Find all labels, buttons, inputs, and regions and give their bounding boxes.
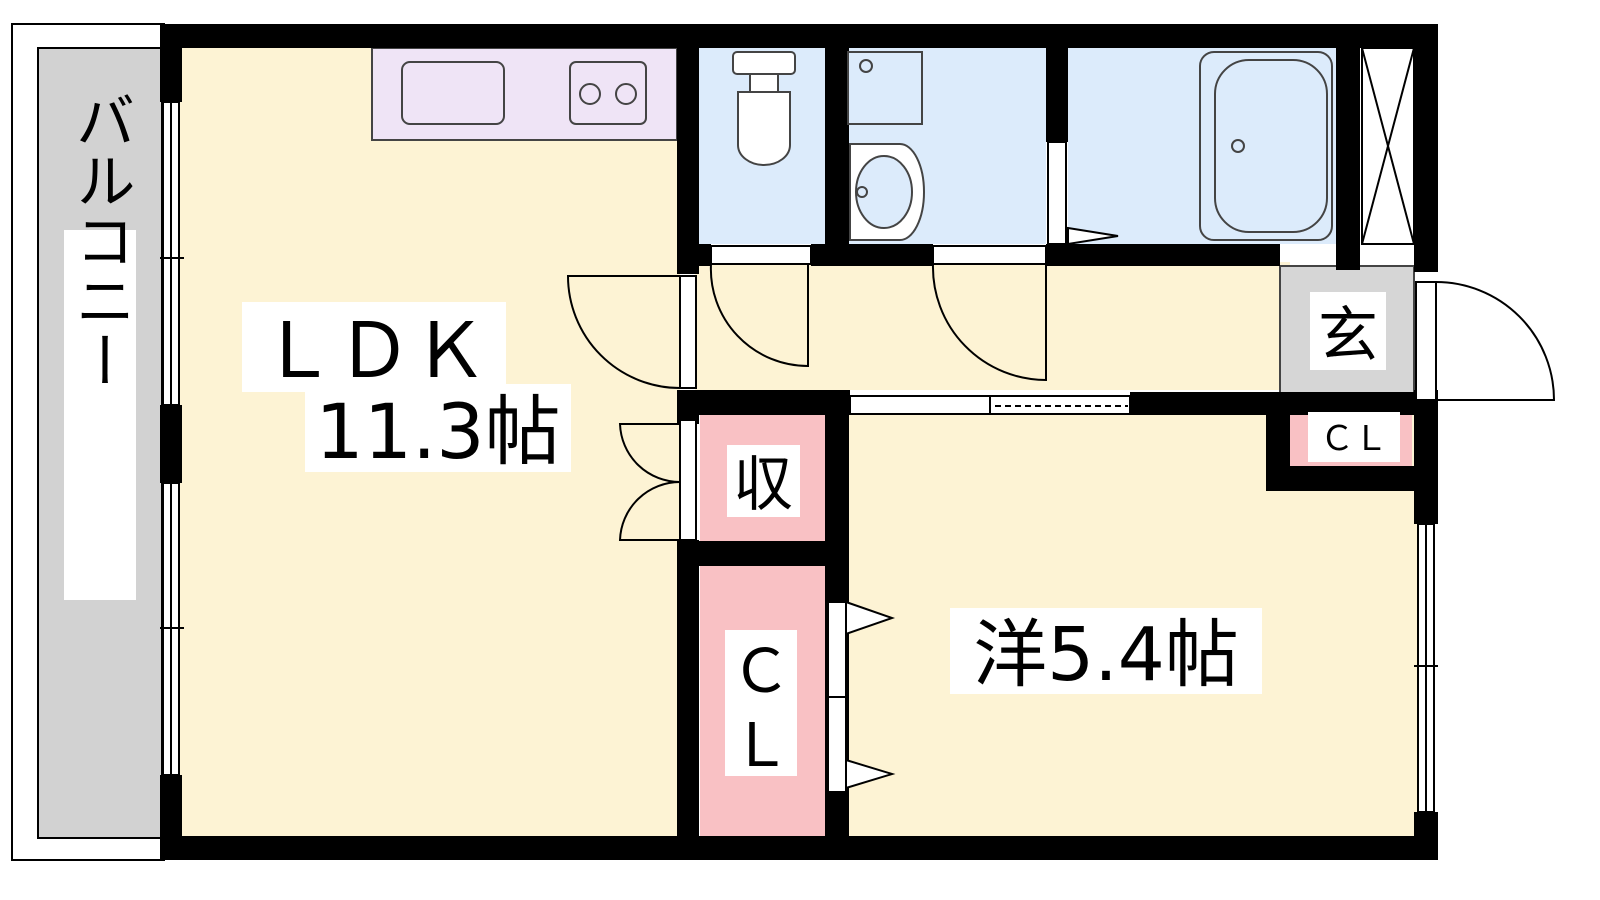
shoe-cabinet	[1361, 47, 1415, 245]
ldk-label: ＬＤＫ 11.3帖	[242, 302, 571, 476]
stove-icon	[569, 61, 647, 125]
toilet-icon	[732, 51, 796, 166]
storage-label: 収	[727, 445, 800, 520]
washbasin-icon	[847, 51, 925, 241]
entrance-label: 玄	[1310, 292, 1386, 371]
entrance-name: 玄	[1318, 301, 1378, 371]
western-name: 洋5.4帖	[973, 612, 1239, 698]
hall-floor	[695, 262, 1290, 390]
ldk-size: 11.3帖	[315, 387, 560, 476]
balcony: バルコニー	[11, 23, 165, 861]
ldk-name: ＬＤＫ	[260, 306, 488, 395]
balcony-label: バルコニー	[65, 90, 135, 390]
bath-floor	[1068, 48, 1340, 244]
doors	[566, 141, 1556, 793]
closet-entry-label: ＣＬ	[1308, 412, 1400, 462]
windows	[160, 101, 1438, 813]
kitchen-fixtures	[401, 61, 647, 125]
sink-icon	[401, 61, 505, 125]
closet-main-label: Ｃ Ｌ	[725, 630, 797, 781]
closet-main-line1: Ｃ	[731, 637, 791, 707]
closet-main-line2: Ｌ	[731, 711, 791, 781]
closet-entry-name: ＣＬ	[1320, 419, 1388, 459]
washer-icon	[847, 51, 923, 125]
storage-name: 収	[733, 450, 793, 520]
bathtub-icon	[1199, 51, 1333, 241]
western-label: 洋5.4帖	[950, 608, 1262, 698]
